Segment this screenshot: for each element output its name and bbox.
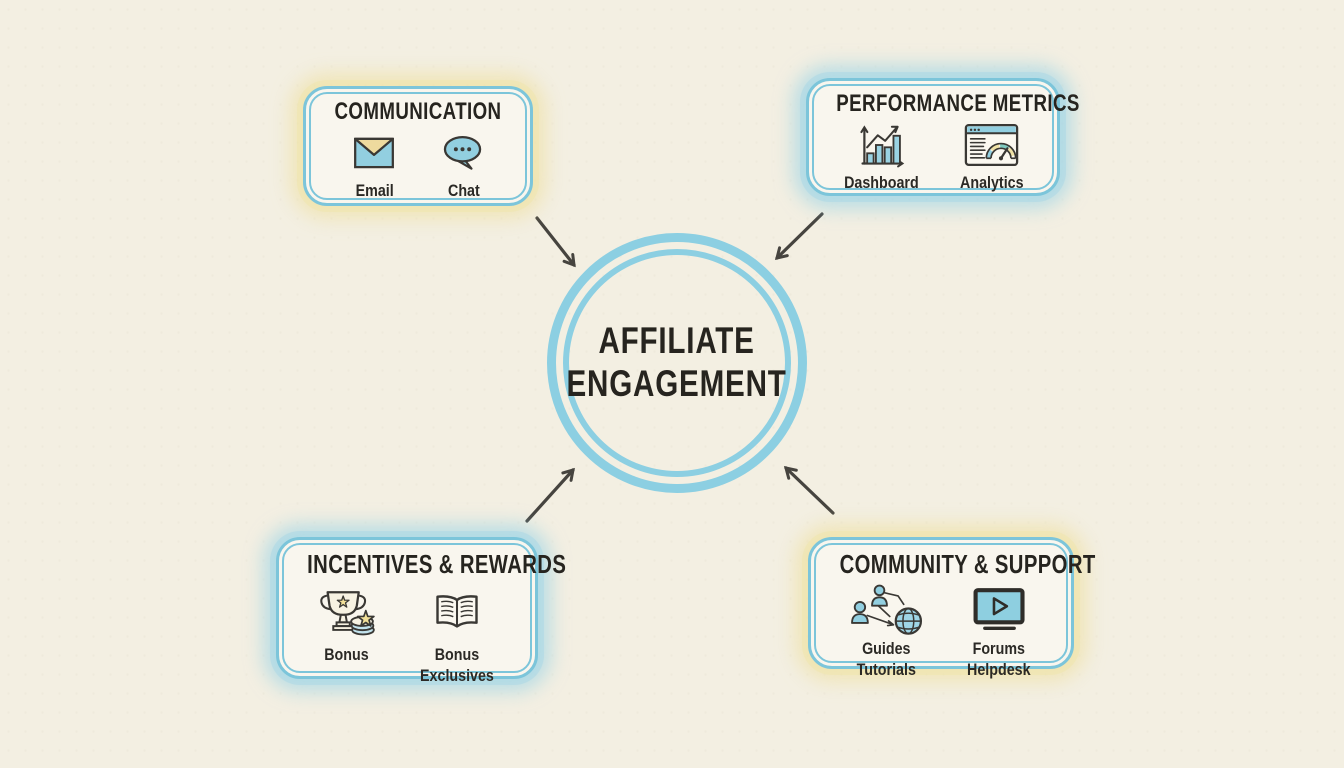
item-label-dashboard: Dashboard xyxy=(843,173,919,192)
node-communication: COMMUNICATION Email xyxy=(303,86,533,206)
item-label-analytics: Analytics xyxy=(959,173,1024,192)
arrow-community-to-hub xyxy=(783,466,835,515)
performance-items: Dashboard xyxy=(809,120,1057,193)
people-globe-icon xyxy=(845,582,927,636)
arrow-performance-to-hub xyxy=(774,212,824,261)
email-icon xyxy=(353,128,395,178)
incentives-items: Bonus Bonus Exclusives xyxy=(279,582,535,687)
item-chat: Chat xyxy=(442,128,484,201)
node-title-community: COMMUNITY & SUPPORT xyxy=(839,549,1096,579)
hub-affiliate-engagement: AFFILIATE ENGAGEMENT xyxy=(547,233,807,493)
item-analytics: Analytics xyxy=(954,120,1030,193)
hub-title: AFFILIATE ENGAGEMENT xyxy=(566,320,788,404)
node-title-incentives: INCENTIVES & REWARDS xyxy=(307,549,567,579)
bar-chart-icon xyxy=(856,120,906,170)
node-title-performance: PERFORMANCE METRICS xyxy=(836,90,1080,117)
community-items: Guides Tutorials Forums Helpdesk xyxy=(811,582,1071,681)
node-incentives-rewards: INCENTIVES & REWARDS xyxy=(276,537,567,685)
item-label-bonus: Bonus xyxy=(323,645,369,664)
item-dashboard: Dashboard xyxy=(837,120,926,193)
item-bonus: Bonus xyxy=(313,582,379,665)
chat-icon xyxy=(442,128,484,178)
item-label-email: Email xyxy=(355,181,394,200)
node-title-communication: COMMUNICATION xyxy=(334,98,502,125)
analytics-gauge-icon xyxy=(964,120,1019,170)
open-book-icon xyxy=(431,582,483,642)
node-community-support: COMMUNITY & SUPPORT xyxy=(808,537,1096,679)
item-guides-tutorials: Guides Tutorials xyxy=(845,582,927,681)
item-forums-helpdesk: Forums Helpdesk xyxy=(961,582,1037,681)
item-bonus-exclusives: Bonus Exclusives xyxy=(413,582,501,687)
item-label-bonus-exclusives: Bonus Exclusives xyxy=(420,645,494,686)
video-player-icon xyxy=(971,582,1028,636)
item-label-forums-helpdesk: Forums Helpdesk xyxy=(967,639,1031,680)
node-performance-metrics: PERFORMANCE METRICS xyxy=(806,78,1080,196)
communication-items: Email Chat xyxy=(306,128,530,201)
trophy-coins-icon xyxy=(313,582,379,642)
arrow-communication-to-hub xyxy=(535,216,576,268)
item-label-chat: Chat xyxy=(447,181,480,200)
item-label-guides-tutorials: Guides Tutorials xyxy=(856,639,916,680)
item-email: Email xyxy=(352,128,397,201)
arrow-incentives-to-hub xyxy=(525,467,575,523)
